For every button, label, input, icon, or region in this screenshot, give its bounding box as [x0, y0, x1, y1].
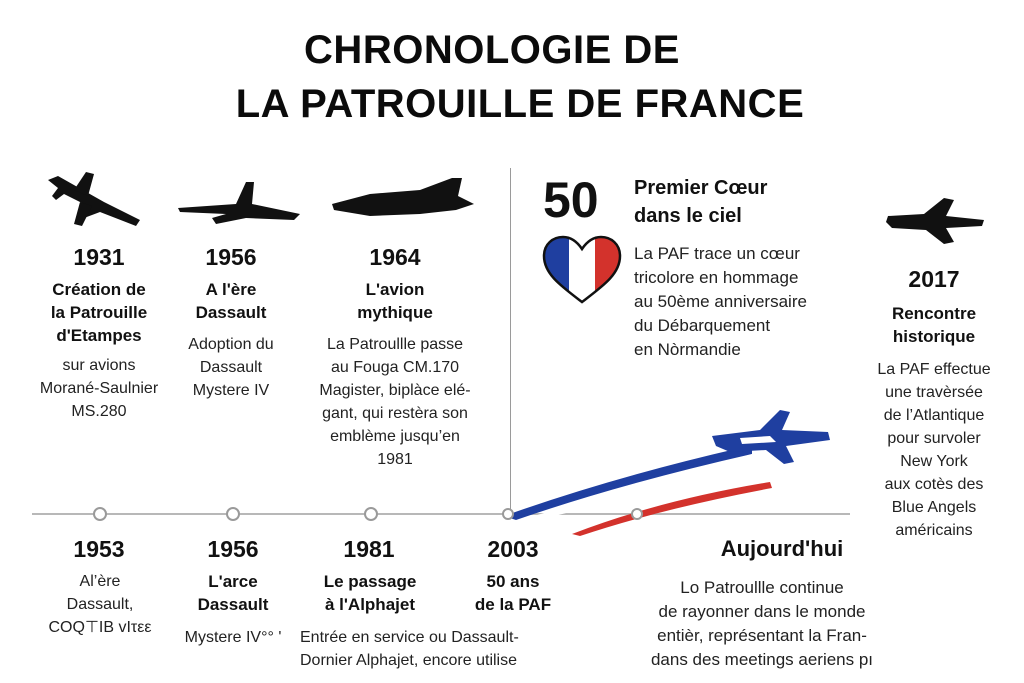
event-heading: L'avion mythique	[357, 280, 433, 322]
page-title-line-2: LA PATROUILLE DE FRANCE	[235, 82, 805, 126]
event-year: 1953	[73, 536, 125, 562]
event-year: 2017	[908, 266, 960, 292]
propeller-plane-icon	[48, 172, 140, 226]
jet-icon	[178, 182, 300, 224]
event-year: 1981	[343, 536, 395, 562]
highlight-heading: Premier Cœur dans le ciel	[634, 177, 768, 227]
event-text: Adoption du Dassault Mystere IV	[188, 336, 274, 399]
event-heading: L'arce Dassault	[197, 572, 269, 614]
jet-icon	[886, 198, 984, 244]
event-year: 1964	[369, 244, 421, 270]
event-year: 2003	[487, 536, 539, 562]
event-text: Mystere IV°° '	[184, 629, 282, 646]
event-heading: Création de la Patrouille d'Etampes	[50, 280, 148, 345]
event-text: Lo Patroullle continue de rayonner dans …	[650, 578, 874, 669]
timeline-dot	[93, 507, 107, 521]
event-heading: Le passage à l'Alphajet	[323, 572, 417, 614]
jet-icon	[332, 178, 474, 216]
event-text: Al’ère Dassault, COQ⊤ΙΒ vΙτεε	[48, 573, 152, 636]
event-heading: Aujourd'hui	[720, 536, 844, 561]
event-heading: A l'ère Dassault	[195, 280, 267, 322]
highlight-number: 50	[543, 172, 599, 228]
timeline-axis	[32, 513, 850, 515]
page-title-line-1: CHRONOLOGIE DE	[304, 28, 680, 72]
event-heading: Rencontre historique	[891, 304, 977, 346]
event-text: La PAF effectue une travèrsée de l’Atlan…	[877, 361, 991, 539]
timeline-dot	[364, 507, 378, 521]
event-heading: 50 ans de la PAF	[474, 572, 552, 614]
separator-line	[510, 168, 511, 510]
event-year: 1931	[73, 244, 125, 270]
event-year: 1956	[205, 244, 257, 270]
event-text: sur avions Morané-Saulnier MS.280	[39, 357, 159, 420]
heart-icon	[542, 235, 622, 304]
event-text: Entrée en service ou Dassault- Dornier A…	[300, 629, 519, 669]
event-text: La Patroullle passe au Fouga CM.170 Magi…	[319, 336, 471, 468]
timeline-dot	[226, 507, 240, 521]
highlight-text: La PAF trace un cœur tricolore en hommag…	[634, 244, 807, 359]
event-year: 1956	[207, 536, 259, 562]
